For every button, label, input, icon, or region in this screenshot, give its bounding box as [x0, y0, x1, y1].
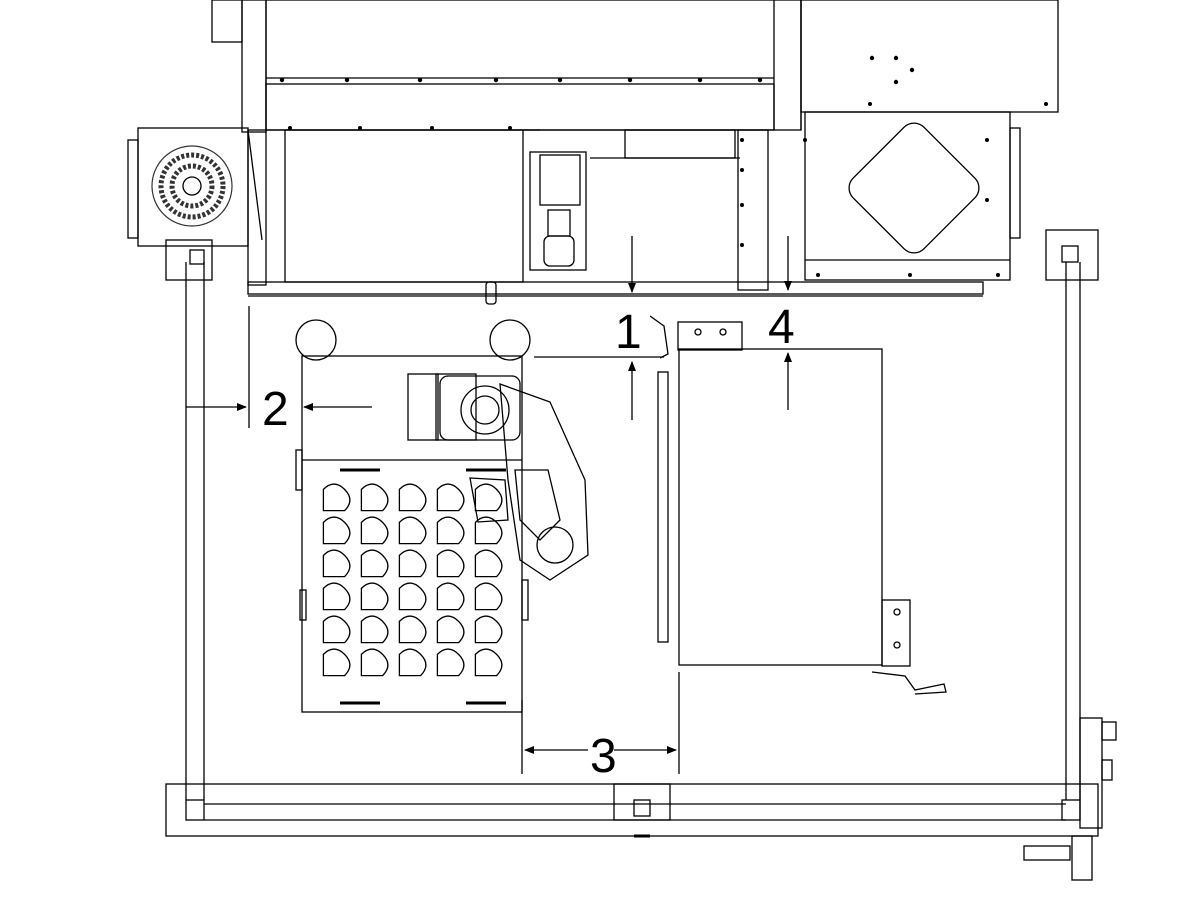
part-pocket [360, 582, 389, 611]
part-pocket [436, 549, 465, 578]
fan-unit [127, 127, 263, 247]
part-pocket [322, 483, 351, 512]
spindle-housing [284, 129, 740, 305]
part-pocket [474, 516, 503, 545]
dimension-lines [186, 236, 792, 774]
callout-3: 3 [590, 730, 617, 783]
part-pocket [322, 549, 351, 578]
part-pocket [474, 648, 503, 677]
machine-door-panel [649, 315, 947, 695]
machine-right-section [737, 111, 1021, 291]
part-pocket [360, 648, 389, 677]
part-pocket [398, 549, 427, 578]
part-pocket [360, 549, 389, 578]
part-pocket [360, 615, 389, 644]
part-pocket [322, 582, 351, 611]
parts-pallet [295, 319, 531, 713]
part-pocket [398, 648, 427, 677]
part-pocket [322, 615, 351, 644]
part-pocket [398, 483, 427, 512]
part-pocket [474, 549, 503, 578]
part-grid [322, 483, 503, 677]
safety-guard-frame [165, 229, 1117, 881]
part-pocket [436, 516, 465, 545]
part-pocket [474, 483, 503, 512]
part-pocket [398, 615, 427, 644]
part-pocket [436, 582, 465, 611]
callout-4: 4 [768, 301, 795, 354]
part-pocket [436, 648, 465, 677]
part-pocket [398, 582, 427, 611]
part-pocket [360, 516, 389, 545]
part-pocket [398, 516, 427, 545]
part-pocket [436, 615, 465, 644]
part-pocket [322, 648, 351, 677]
callout-1: 1 [615, 306, 642, 359]
part-pocket [322, 516, 351, 545]
robot-arm [439, 375, 589, 581]
part-pocket [436, 483, 465, 512]
machine-enclosure [211, 0, 1059, 297]
part-pocket [360, 483, 389, 512]
part-pocket [474, 582, 503, 611]
callout-2: 2 [262, 383, 289, 436]
part-pocket [474, 615, 503, 644]
